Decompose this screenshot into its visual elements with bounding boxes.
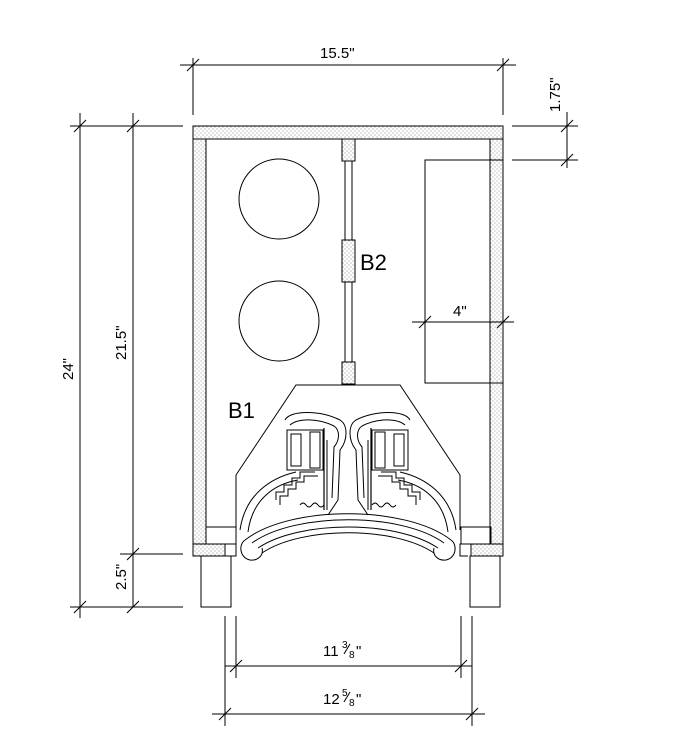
dim-height-inner: 21.5" [113,113,183,566]
dim-opening-inner-den: 8 [349,650,355,661]
svg-text:11: 11 [323,643,339,660]
dim-opening-inner-num: 3 [342,640,348,651]
right-side-panel [489,138,504,545]
dim-base-height-text: 2.5" [113,564,130,590]
dim-opening-outer: 12 5 8 " [212,616,485,726]
dim-top-thickness: 1.75" [512,77,578,168]
dim-shelf-offset: 4" [412,303,514,329]
svg-text:12: 12 [323,691,340,708]
bottom-right-block [470,543,504,557]
dim-opening-inner-whole: 11 [323,643,339,660]
dim-base-height: 2.5" [113,554,140,614]
dim-opening-outer-unit: " [356,691,361,708]
dim-width-top: 15.5" [180,45,516,115]
shelf-box [424,159,490,384]
dim-opening-inner-unit: " [356,643,361,660]
label-b1: B1 [228,398,255,423]
bottom-left-block [192,543,226,557]
cabinet-body [192,125,504,557]
dim-height-total-text: 24" [60,358,77,380]
upper-circle [238,158,320,240]
left-leg [200,555,232,608]
dim-width-top-text: 15.5" [320,45,355,62]
dim-height-total: 24" [60,113,183,618]
dim-shelf-offset-text: 4" [453,303,467,320]
dim-height-inner-text: 21.5" [113,325,130,360]
top-panel [192,125,504,140]
dim-opening-inner: 11 3 8 " [225,616,472,678]
right-leg [469,555,501,608]
center-divider [341,138,356,385]
b1-mechanism [224,384,472,561]
lower-circle [238,280,320,362]
dim-opening-outer-whole: 12 [323,691,340,708]
left-side-panel [192,138,207,545]
dim-opening-outer-den: 8 [349,698,355,709]
dim-opening-outer-num: 5 [342,688,348,699]
dim-top-thickness-text: 1.75" [547,77,564,112]
label-b2: B2 [360,250,387,275]
